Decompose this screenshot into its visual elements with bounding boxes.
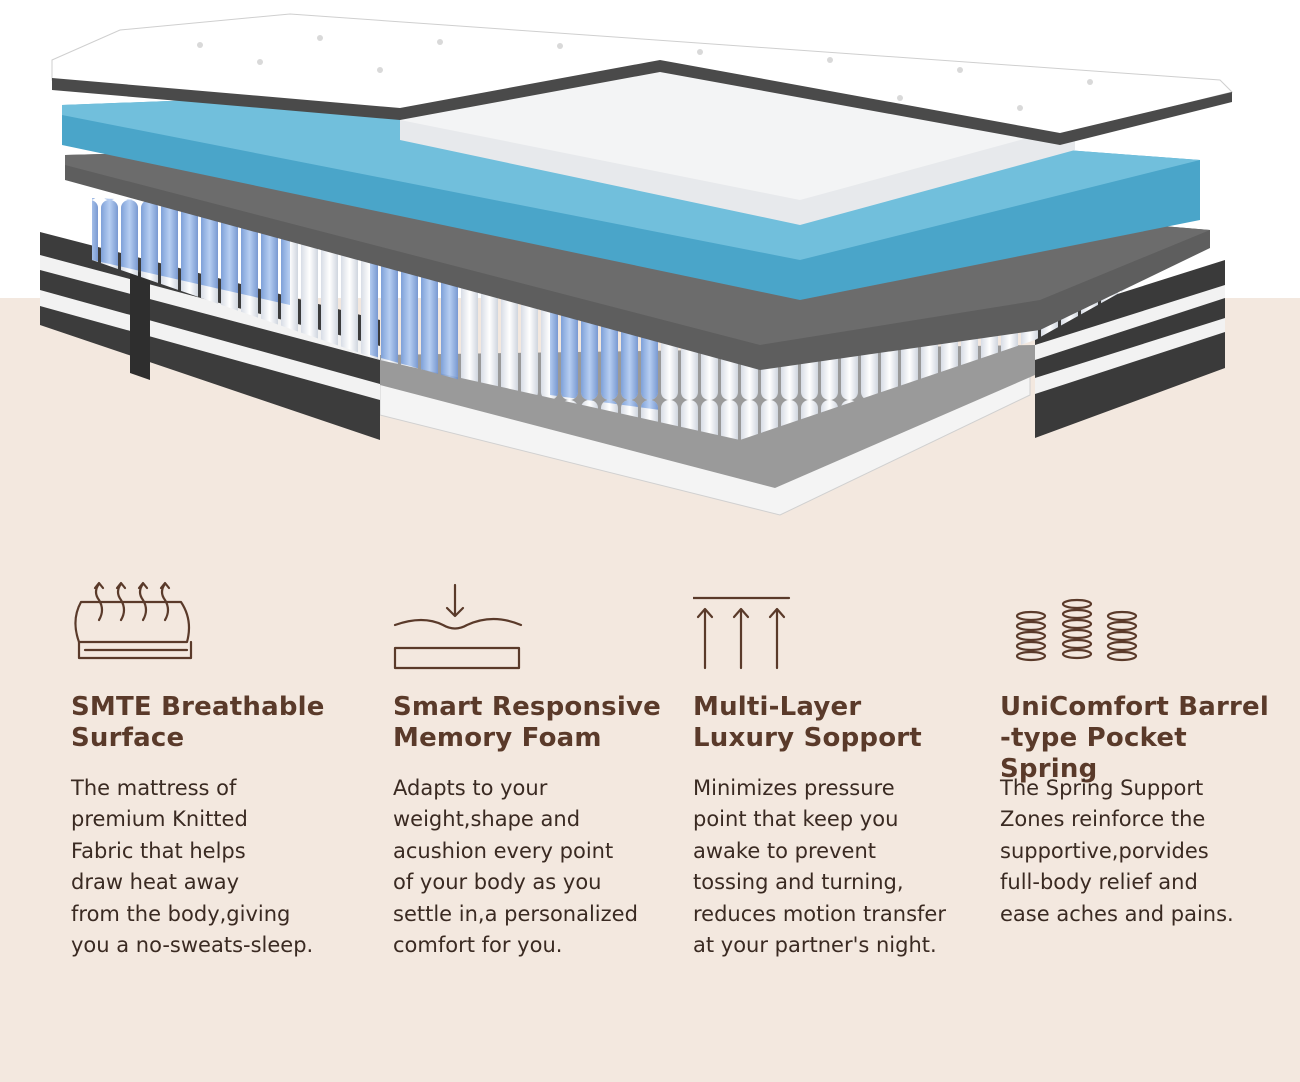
feature-description: The Spring Support Zones reinforce the s… <box>1000 776 1234 926</box>
memory-foam-icon <box>393 583 523 670</box>
feature-title: Smart Responsive Memory Foam <box>393 692 661 753</box>
feature-title: SMTE Breathable Surface <box>71 692 325 753</box>
breathable-surface-icon <box>74 581 193 660</box>
feature-description: Minimizes pressure point that keep you a… <box>693 776 946 958</box>
feature-title: UniComfort Barrel -type Pocket Spring <box>1000 692 1269 784</box>
feature-description: The mattress of premium Knitted Fabric t… <box>71 776 314 958</box>
multi-layer-support-icon <box>693 596 791 670</box>
pocket-spring-icon <box>1015 598 1138 662</box>
mattress-layers-illustration <box>40 13 1233 516</box>
feature-description: Adapts to your weight,shape and acushion… <box>393 776 638 958</box>
feature-title: Multi-Layer Luxury Sopport <box>693 692 922 753</box>
